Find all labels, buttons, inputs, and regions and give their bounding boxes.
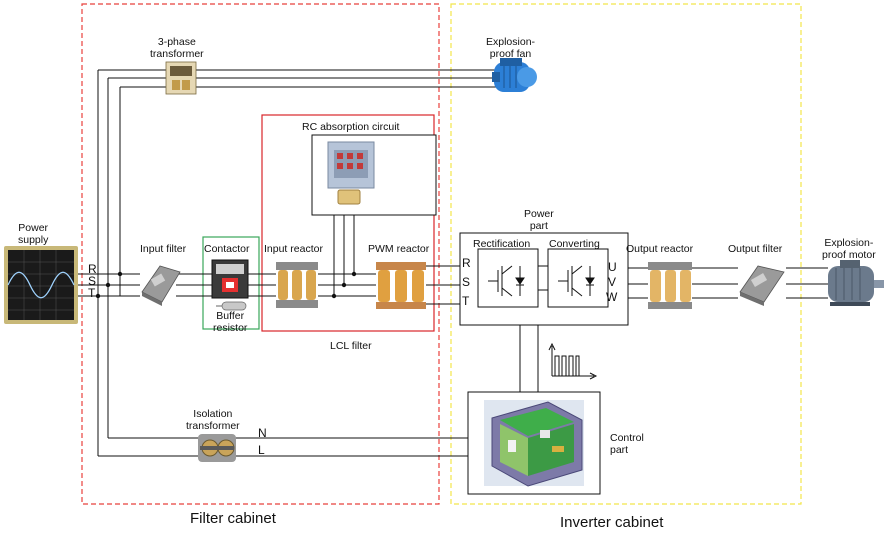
input-reactor-label: Input reactor: [264, 243, 323, 255]
buffer-resistor-label: Buffer resistor: [213, 310, 248, 334]
converting-label: Converting: [549, 238, 600, 250]
filter-cabinet-border: [81, 3, 440, 505]
reactor-icon: [648, 262, 692, 309]
supply-phase-t: T: [88, 286, 96, 300]
isolation-l: L: [258, 443, 265, 457]
isolation-n: N: [258, 426, 267, 440]
motor-icon: [828, 260, 884, 306]
inverter-cabinet-label: Inverter cabinet: [560, 514, 664, 531]
power-in-phase-r: R: [462, 256, 471, 270]
transformer-icon: [165, 61, 197, 95]
contactor-icon: [211, 259, 249, 299]
reactor-icon: [376, 262, 426, 309]
fan-icon: [492, 58, 537, 92]
resistor-icon: [216, 301, 247, 311]
contactor-label: Contactor: [204, 243, 250, 255]
explosion-proof-motor-label: Explosion- proof motor: [822, 237, 876, 261]
output-reactor-label: Output reactor: [626, 243, 694, 255]
power-out-phase-u: U: [608, 260, 617, 274]
converting-box: [547, 248, 609, 308]
wires: [78, 69, 828, 457]
supply-phase-r: R: [88, 262, 97, 276]
power-in-phase-s: S: [462, 275, 471, 289]
contactor-box: [202, 236, 260, 330]
lcl-filter-box: [261, 114, 435, 332]
power-in-phase-t: T: [462, 294, 470, 308]
rectification-label: Rectification: [473, 238, 531, 250]
igbt-icon: [488, 265, 525, 297]
control-part-label: Control part: [610, 432, 644, 456]
junction-dots: [95, 271, 357, 299]
transformer-icon: [198, 434, 236, 462]
filter-module-icon: [141, 265, 181, 306]
output-filter-label: Output filter: [728, 243, 783, 255]
input-filter-label: Input filter: [140, 243, 187, 255]
pwm-reactor-label: PWM reactor: [368, 243, 430, 255]
reactor-icon: [276, 262, 318, 308]
lcl-filter-label: LCL filter: [330, 340, 372, 352]
rc-absorption-label: RC absorption circuit: [302, 121, 400, 133]
isolation-transformer-label: Isolation transformer: [186, 408, 240, 432]
inverter-cabinet-border: [450, 3, 802, 505]
power-out-phase-w: W: [606, 290, 618, 304]
oscilloscope-icon: [4, 246, 78, 324]
power-supply-label: Power supply: [18, 222, 49, 246]
control-board-icon: [484, 400, 584, 487]
igbt-icon: [558, 265, 595, 297]
explosion-proof-fan-label: Explosion- proof fan: [486, 36, 536, 60]
power-out-phase-v: V: [608, 275, 617, 289]
rc-module-icon: [327, 141, 375, 205]
supply-phase-s: S: [88, 274, 97, 288]
filter-module-icon: [739, 265, 785, 306]
pwm-pulse-icon: [548, 342, 598, 380]
filter-cabinet-label: Filter cabinet: [190, 510, 276, 527]
rectification-box: [477, 248, 539, 308]
three-phase-transformer-label: 3-phase transformer: [150, 36, 204, 60]
power-part-label: Power part: [524, 208, 554, 232]
